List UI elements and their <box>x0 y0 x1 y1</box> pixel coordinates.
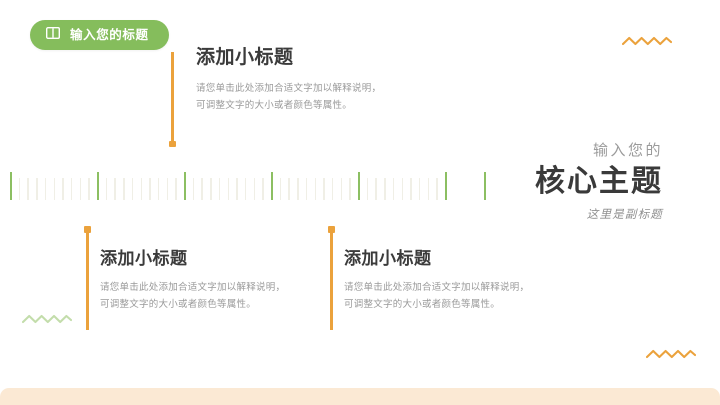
ruler-minor-tick <box>305 178 308 200</box>
ruler-minor-tick <box>349 178 351 200</box>
ruler-minor-tick <box>70 178 73 200</box>
content-block-top: 添加小标题 请您单击此处添加合适文字加以解释说明， 可调整文字的大小或者颜色等属… <box>196 47 456 115</box>
ruler-minor-tick <box>201 178 203 200</box>
content-block-bottom-right: 添加小标题 请您单击此处添加合适文字加以解释说明， 可调整文字的大小或者颜色等属… <box>344 249 584 314</box>
ruler-minor-tick <box>236 178 238 200</box>
ruler-minor-tick <box>366 178 369 200</box>
ruler-minor-tick <box>62 178 64 200</box>
connector-dot-bottom-left <box>84 226 91 233</box>
content-block-bottom-left: 添加小标题 请您单击此处添加合适文字加以解释说明， 可调整文字的大小或者颜色等属… <box>100 249 340 314</box>
squiggle-bottom-left-icon <box>21 312 73 331</box>
content-block-top-body-line1: 请您单击此处添加合适文字加以解释说明， <box>196 82 382 94</box>
ruler-minor-tick <box>44 178 47 200</box>
content-block-bottom-right-heading: 添加小标题 <box>344 249 432 268</box>
main-title-kicker: 输入您的 <box>592 142 663 159</box>
connector-dot-top <box>169 140 176 147</box>
ruler-minor-tick <box>140 178 143 200</box>
ruler-minor-tick <box>427 178 430 200</box>
title-badge[interactable]: 输入您的标题 <box>30 20 169 50</box>
ruler-minor-tick <box>401 178 404 200</box>
connector-line-top <box>169 52 176 147</box>
ruler-minor-tick <box>384 178 386 200</box>
content-block-top-heading: 添加小标题 <box>196 47 294 68</box>
ruler-minor-tick <box>253 178 256 200</box>
ruler-minor-tick <box>375 178 377 200</box>
ruler-minor-tick <box>340 178 343 200</box>
ruler-minor-tick <box>88 178 90 200</box>
ruler-minor-tick <box>175 178 177 200</box>
ruler-minor-tick <box>227 178 230 200</box>
main-title-group: 输入您的 核心主题 这里是副标题 <box>535 142 663 223</box>
ruler-major-tick <box>271 172 274 200</box>
ruler-minor-tick <box>210 178 212 200</box>
ruler-strip <box>10 172 488 200</box>
ruler-minor-tick <box>418 178 421 200</box>
content-block-bottom-left-heading: 添加小标题 <box>100 249 188 268</box>
content-block-bottom-right-body-line1: 请您单击此处添加合适文字加以解释说明， <box>344 281 530 293</box>
ruler-minor-tick <box>149 178 151 200</box>
connector-line-bottom-left <box>84 226 91 330</box>
content-block-top-body-line2: 可调整文字的大小或者颜色等属性。 <box>196 100 353 112</box>
ruler-minor-tick <box>436 178 438 200</box>
connector-dot-bottom-right <box>328 226 335 233</box>
book-icon <box>45 26 61 44</box>
ruler-minor-tick <box>114 178 116 200</box>
ruler-minor-tick <box>105 178 108 200</box>
ruler-minor-tick <box>131 178 134 200</box>
ruler-minor-tick <box>314 178 317 200</box>
ruler-minor-tick <box>288 178 290 200</box>
ruler-end-major-tick <box>484 172 487 200</box>
ruler-minor-tick <box>157 178 160 200</box>
ruler-major-tick <box>184 172 187 200</box>
ruler-minor-tick <box>262 178 264 200</box>
ruler-minor-tick <box>392 178 395 200</box>
ruler-minor-tick <box>331 178 334 200</box>
ruler-minor-tick <box>192 178 195 200</box>
ruler-major-tick <box>10 172 13 200</box>
content-block-bottom-right-body-line2: 可调整文字的大小或者颜色等属性。 <box>344 299 501 311</box>
ruler-minor-tick <box>53 178 56 200</box>
ruler-minor-tick <box>279 178 282 200</box>
content-block-bottom-left-body-line1: 请您单击此处添加合适文字加以解释说明， <box>100 281 286 293</box>
main-title: 核心主题 <box>535 165 663 198</box>
squiggle-top-right-icon <box>621 34 673 53</box>
ruler-minor-tick <box>297 178 299 200</box>
ruler-minor-tick <box>244 178 247 200</box>
ruler-major-tick <box>445 172 448 200</box>
ruler-minor-tick <box>123 178 125 200</box>
ruler-minor-tick <box>323 178 325 200</box>
squiggle-bottom-right-icon <box>645 347 697 366</box>
ruler-major-tick <box>358 172 361 200</box>
bottom-accent-band <box>0 388 720 405</box>
connector-line-bottom-right <box>328 226 335 330</box>
ruler-minor-tick <box>27 178 29 200</box>
ruler-minor-tick <box>18 178 21 200</box>
ruler-minor-tick <box>218 178 221 200</box>
ruler-major-tick <box>97 172 100 200</box>
content-block-bottom-left-body-line2: 可调整文字的大小或者颜色等属性。 <box>100 299 257 311</box>
ruler-minor-tick <box>410 178 412 200</box>
ruler-minor-tick <box>166 178 169 200</box>
title-badge-label: 输入您的标题 <box>70 27 149 42</box>
ruler-minor-tick <box>36 178 38 200</box>
main-subtitle: 这里是副标题 <box>586 209 663 221</box>
ruler-minor-tick <box>79 178 82 200</box>
